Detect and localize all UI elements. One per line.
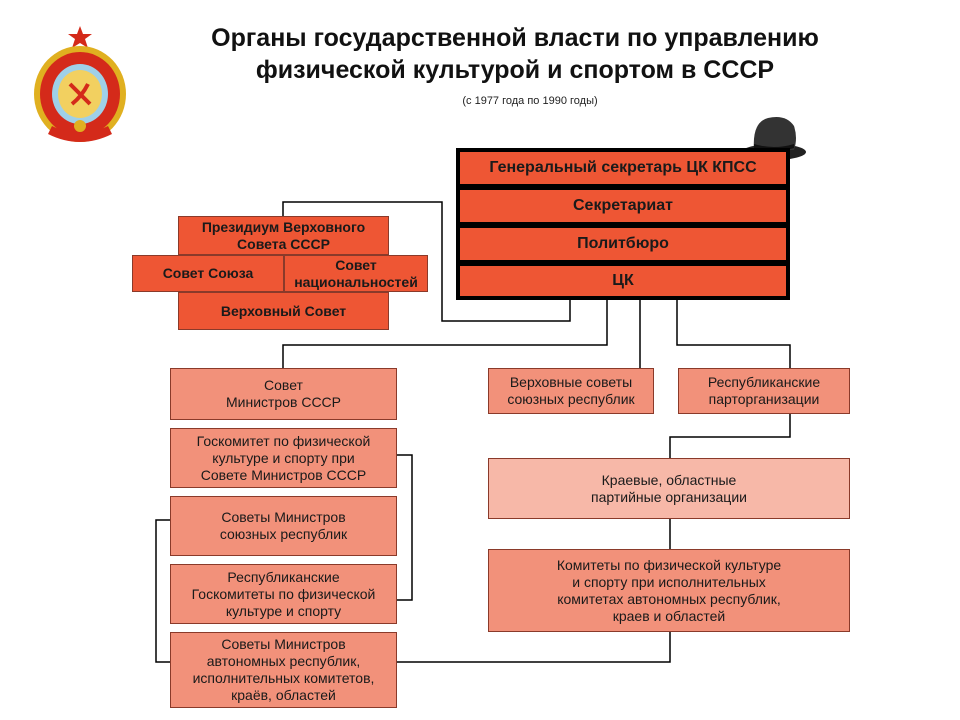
supreme-republic-councils-box: Верховные советы союзных республик: [488, 368, 654, 414]
regional-party-orgs-line-2: партийные организации: [591, 488, 747, 505]
goskomsport-line-3: Совете Министров СССР: [200, 466, 367, 483]
union-councils-line-2: союзных республик: [219, 526, 348, 542]
republican-committees-line-3: культуре и спорту: [225, 602, 342, 619]
council-ministers-line-1: Совет: [264, 377, 303, 393]
sport-committees-line-2: и спорту при исполнительных: [572, 573, 766, 590]
central-committee-box: ЦК: [458, 264, 788, 298]
subtitle: (с 1977 года по 1990 годы): [462, 95, 598, 107]
autonomous-councils-line-4: краёв, областей: [231, 687, 336, 703]
supreme-republic-councils-line-2: союзных республик: [507, 391, 635, 407]
republican-party-orgs-line-2: парторганизации: [708, 391, 820, 407]
presidium-box: Президиум Верховного Совета СССР: [178, 216, 389, 255]
autonomous-councils-line-3: исполнительных комитетов,: [192, 670, 375, 686]
union-councils-line-1: Советы Министров: [221, 509, 346, 525]
secretariat-box: Секретариат: [458, 188, 788, 224]
soviet-nationalities-line-2: национальностей: [294, 273, 418, 290]
sport-committees-line-3: комитетах автономных республик,: [557, 590, 781, 607]
goskomsport-box: Госкомитет по физической культуре и спор…: [170, 428, 397, 488]
title-line-2: физической культурой и спортом в СССР: [255, 56, 775, 84]
title-line-1: Органы государственной власти по управле…: [211, 24, 819, 52]
goskomsport-line-2: культуре и спорту при: [212, 449, 355, 466]
union-councils-box: Советы Министров союзных республик: [170, 496, 397, 556]
general-secretary-box: Генеральный секретарь ЦК КПСС: [458, 150, 788, 186]
autonomous-councils-line-1: Советы Министров: [221, 636, 346, 652]
autonomous-councils-line-2: автономных республик,: [206, 653, 361, 669]
supreme-republic-councils-line-1: Верховные советы: [509, 374, 633, 390]
page-title: Органы государственной власти по управле…: [150, 22, 880, 86]
republican-party-orgs-box: Республиканские парторганизации: [678, 368, 850, 414]
sport-committees-line-1: Комитеты по физической культуре: [556, 556, 782, 573]
presidium-line-1: Президиум Верховного: [201, 218, 366, 235]
council-ministers-line-2: Министров СССР: [225, 394, 341, 410]
supreme-soviet-box: Верховный Совет: [178, 292, 389, 330]
presidium-line-2: Совета СССР: [237, 235, 330, 252]
regional-party-orgs-line-1: Краевые, областные: [601, 471, 737, 488]
republican-committees-box: Республиканские Госкомитеты по физическо…: [170, 564, 397, 624]
sport-committees-line-4: краев и областей: [612, 607, 726, 624]
ussr-coat-of-arms-icon: [20, 22, 140, 150]
soviet-nationalities-box: Совет национальностей: [284, 255, 428, 292]
regional-party-orgs-box: Краевые, областные партийные организации: [488, 458, 850, 519]
republican-committees-line-2: Госкомитеты по физической: [191, 585, 376, 602]
autonomous-councils-box: Советы Министров автономных республик, и…: [170, 632, 397, 708]
soviet-nationalities-line-1: Совет: [335, 256, 377, 273]
council-ministers-box: Совет Министров СССР: [170, 368, 397, 420]
party-stack: Генеральный секретарь ЦК КПСС Секретариа…: [456, 148, 790, 300]
politburo-box: Политбюро: [458, 226, 788, 262]
republican-committees-line-1: Республиканские: [227, 568, 340, 585]
soviet-union-box: Совет Союза: [132, 255, 284, 292]
sport-committees-box: Комитеты по физической культуре и спорту…: [488, 549, 850, 632]
goskomsport-line-1: Госкомитет по физической: [196, 432, 371, 449]
republican-party-orgs-line-1: Республиканские: [707, 374, 821, 390]
